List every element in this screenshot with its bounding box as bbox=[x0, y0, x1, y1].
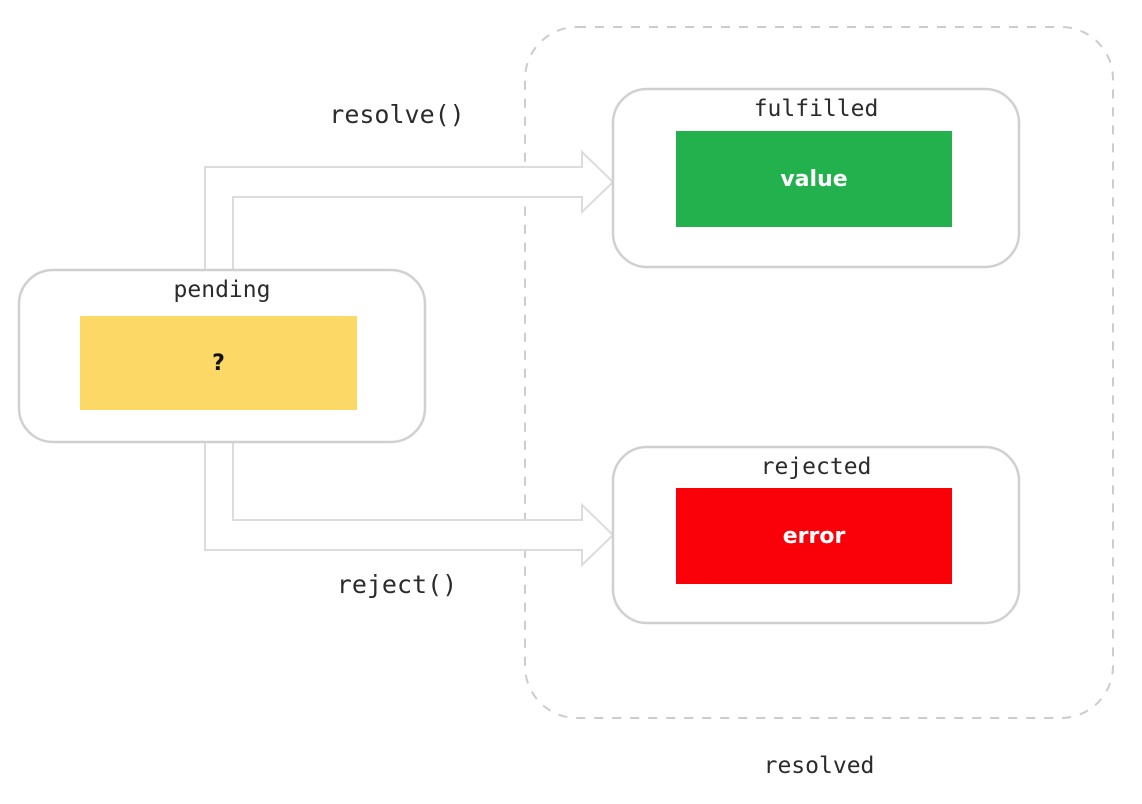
resolved-container-outline bbox=[524, 26, 1114, 719]
reject-arrow bbox=[204, 429, 615, 568]
pending-payload-value: ? bbox=[212, 350, 225, 376]
fulfilled-payload-value: value bbox=[780, 166, 848, 192]
resolve-arrow bbox=[204, 149, 615, 286]
rejected-payload-value: error bbox=[782, 523, 846, 549]
reject-transition-label: reject() bbox=[336, 570, 458, 599]
resolved-container-label: resolved bbox=[763, 753, 875, 779]
rejected-payload-rect bbox=[676, 488, 952, 584]
fulfilled-payload-rect bbox=[676, 131, 952, 227]
resolve-transition-label: resolve() bbox=[329, 100, 465, 129]
pending-payload-rect bbox=[80, 316, 357, 410]
rejected-state-label: rejected bbox=[760, 454, 872, 480]
fulfilled-state-label: fulfilled bbox=[753, 96, 879, 122]
pending-state-label: pending bbox=[173, 277, 271, 303]
